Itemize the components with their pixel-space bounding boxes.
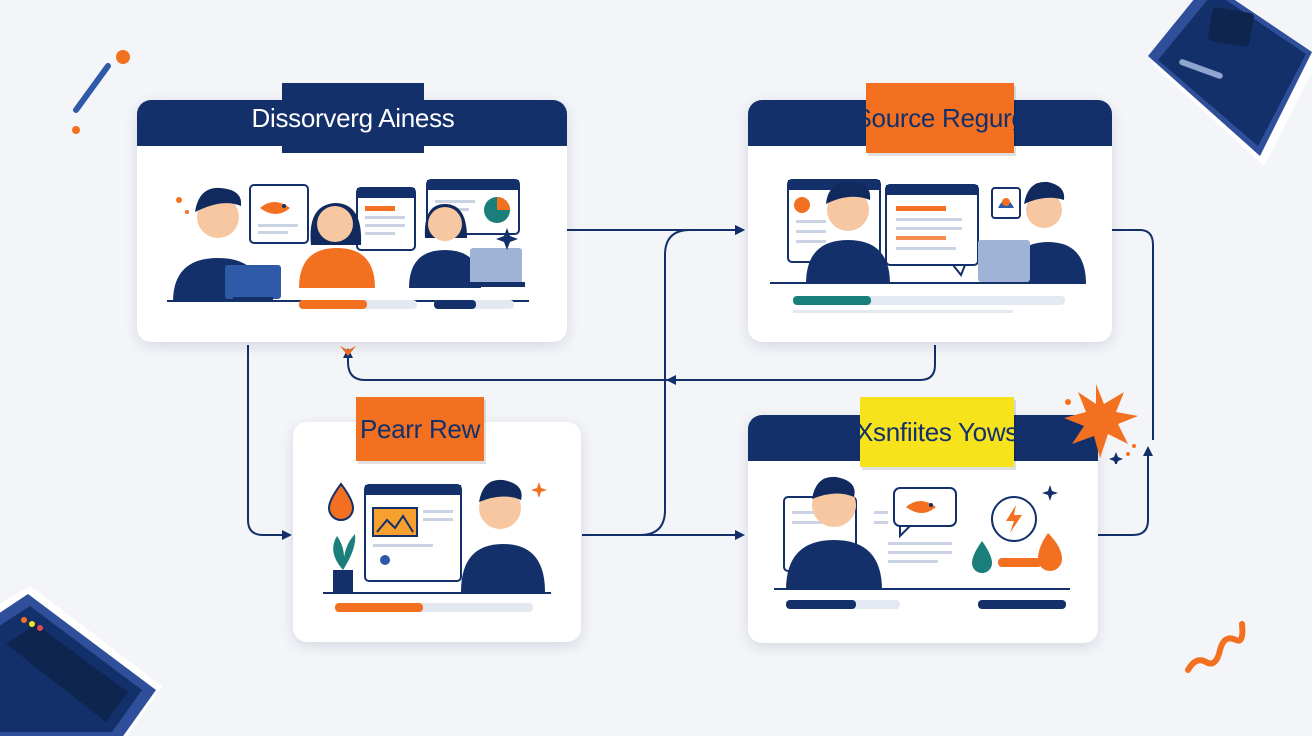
arrow-card2-return xyxy=(666,345,936,385)
book-icon xyxy=(1148,0,1312,166)
arrow-card2-right xyxy=(1112,229,1154,440)
top-left-decoration xyxy=(72,50,130,134)
squiggle-icon xyxy=(1185,621,1246,673)
arrow-card4-to-card2 xyxy=(1098,446,1153,536)
starburst-icon xyxy=(1064,384,1138,464)
arrow-return-to-card1 xyxy=(343,348,668,381)
browser-window-icon xyxy=(0,586,162,736)
step-card-3 xyxy=(293,422,581,642)
arrow-card3-up-to-card2 xyxy=(639,225,745,536)
insights-illustration xyxy=(774,476,1070,609)
peer-review-illustration xyxy=(323,479,551,612)
step-title-2: Source Regurg xyxy=(855,83,1026,153)
arrow-card1-to-card3 xyxy=(247,345,292,540)
source-review-illustration xyxy=(770,179,1086,313)
connector-orange-arrowhead xyxy=(340,346,356,356)
step-title-1: Dissorverg Ainess xyxy=(252,83,455,153)
step-title-4: Xsnfiites Yows xyxy=(856,397,1018,467)
team-collaboration-illustration xyxy=(167,179,529,309)
step-title-3: Pearr Rew xyxy=(356,397,484,461)
